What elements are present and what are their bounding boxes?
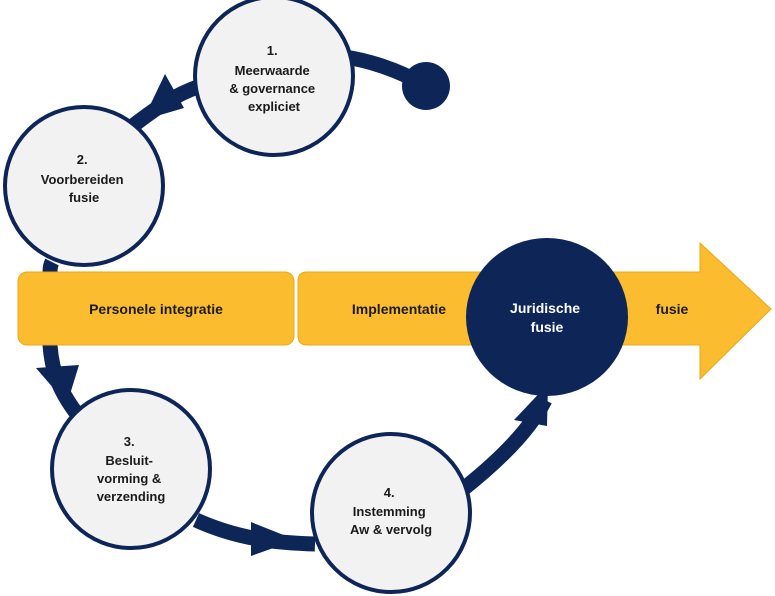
step-1-label: 1. Meerwaarde & governance expliciet: [229, 43, 319, 114]
step-1-line-1: Meerwaarde: [235, 63, 310, 78]
step-3-line-1: Besluit-: [105, 453, 153, 468]
arrowhead-to-step-3: [36, 365, 79, 404]
step-2-label: 2. Voorbereiden fusie: [41, 152, 127, 205]
step-3-line-3: verzending: [97, 489, 166, 504]
bar-personele-integratie: [17, 271, 295, 346]
bar-personele-integratie-label: Personele integratie: [89, 301, 223, 317]
step-4-line-1: Instemming: [353, 504, 426, 519]
milestone-line-2: fusie: [531, 319, 564, 335]
step-3-line-2: vorming &: [97, 471, 161, 486]
step-3-label: 3. Besluit- vorming & verzending: [97, 434, 166, 504]
milestone-line-1: Juridische: [510, 300, 580, 316]
step-4-label: 4. Instemming Aw & vervolg: [350, 485, 432, 537]
milestone-label: Juridische fusie: [510, 300, 584, 335]
step-2-line-1: Voorbereiden: [41, 172, 124, 187]
step-1-circle: [193, 0, 355, 157]
step-4-circle: [310, 432, 472, 594]
step-4: 4. Instemming Aw & vervolg: [310, 432, 472, 594]
bar-fusie-tail-label: fusie: [656, 301, 689, 317]
step-2-line-2: fusie: [69, 190, 99, 205]
bar-implementatie-label: Implementatie: [352, 301, 446, 317]
step-1-line-2: & governance: [229, 81, 315, 96]
step-2-circle: [3, 105, 165, 267]
step-1-number: 1.: [267, 43, 278, 58]
milestone-juridische-fusie: [466, 238, 628, 396]
step-2: 2. Voorbereiden fusie: [3, 105, 165, 267]
step-1: 1. Meerwaarde & governance expliciet: [193, 0, 355, 157]
path-segment-2-bar: [42, 258, 59, 273]
step-4-number: 4.: [384, 485, 395, 500]
start-dot: [402, 62, 450, 110]
step-3-circle: [50, 388, 212, 550]
step-1-line-3: expliciet: [248, 99, 301, 114]
arrowhead-to-step-2: [143, 74, 184, 120]
step-3: 3. Besluit- vorming & verzending: [50, 388, 212, 550]
step-4-line-2: Aw & vervolg: [350, 522, 432, 537]
arrowhead-to-step-4: [251, 522, 296, 556]
step-3-number: 3.: [124, 434, 135, 449]
step-2-number: 2.: [77, 152, 88, 167]
